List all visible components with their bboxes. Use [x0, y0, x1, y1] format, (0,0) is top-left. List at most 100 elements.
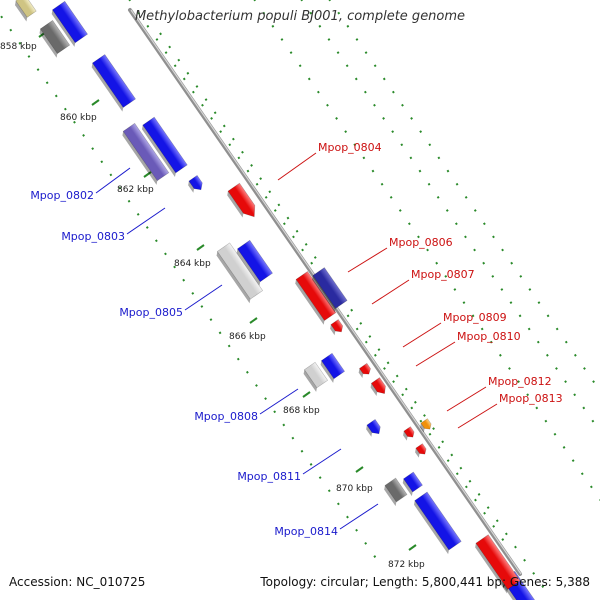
- gene-feature-mpop-0806-shadow: [295, 279, 325, 325]
- callout-line: [126, 207, 166, 235]
- gene-feature-mpop-0813-body: [420, 418, 432, 430]
- tick-label: 864 kbp: [174, 259, 211, 269]
- tick-label: 860 kbp: [60, 113, 97, 123]
- callout-line: [95, 167, 131, 194]
- gene-feature-blue: [320, 352, 346, 383]
- gene-feature-gray-shadow: [39, 28, 58, 58]
- gene-feature-red: [475, 534, 521, 594]
- gene-feature-mpop-0813: [420, 418, 432, 433]
- tick-mark: [91, 99, 100, 106]
- tick-label: 870 kbp: [336, 484, 373, 494]
- gene-feature-mpop-0802-shadow: [122, 131, 158, 185]
- gene-feature-red-shadow: [330, 324, 336, 336]
- gene-feature-blue-shadow: [402, 478, 413, 497]
- gene-feature-mpop-0811-shadow: [366, 425, 373, 437]
- gene-label-mpop-0803: Mpop_0803: [61, 230, 125, 243]
- gene-feature-gray-body: [39, 19, 71, 55]
- gene-feature-mpop-0806: [295, 271, 337, 325]
- gene-feature-blue-shadow: [501, 579, 526, 600]
- gene-feature-mpop-0803-shadow: [141, 125, 176, 178]
- callout-line: [339, 503, 379, 530]
- gene-feature-mpop-0803-body: [142, 116, 188, 174]
- gene-feature-red: [330, 319, 344, 336]
- gene-feature-blue-shadow: [188, 181, 195, 193]
- gene-feature-mpop-0803: [141, 116, 188, 178]
- gene-feature-khaki: [15, 0, 37, 22]
- callout-line: [302, 448, 342, 475]
- gene-feature-mpop-0814-body: [414, 491, 462, 551]
- gene-feature-mpop-0811-body: [366, 418, 381, 435]
- gene-feature-red-shadow: [415, 448, 420, 458]
- gene-feature-mpop-0805-body: [216, 242, 264, 300]
- tick-mark: [302, 391, 311, 398]
- gene-feature-mpop-0812-shadow: [403, 431, 408, 441]
- gene-feature-mpop-0807-shadow: [312, 275, 336, 313]
- gene-feature-mpop-0812-body: [403, 426, 415, 438]
- gene-feature-blue: [51, 0, 88, 47]
- callout-line: [347, 247, 388, 273]
- callout-line: [184, 284, 223, 311]
- gene-feature-mpop-0810-body: [370, 377, 386, 394]
- gene-feature-mpop-0814: [414, 491, 462, 555]
- gene-feature-blue-shadow: [91, 63, 124, 112]
- tick-label: 862 kbp: [117, 185, 154, 195]
- gene-feature-red-body: [475, 534, 521, 590]
- callout-line: [415, 341, 456, 367]
- callout-line: [259, 388, 299, 415]
- callout-line: [457, 403, 498, 429]
- gene-feature-mpop-0814-shadow: [414, 500, 449, 555]
- gene-feature-mpop-0809-body: [359, 362, 371, 375]
- gene-label-mpop-0806: Mpop_0806: [389, 236, 453, 249]
- gene-feature-mpop-0809-shadow: [358, 368, 364, 378]
- gene-label-mpop-0812: Mpop_0812: [488, 375, 552, 388]
- tick-mark: [249, 317, 258, 324]
- gene-feature-blue: [188, 174, 203, 193]
- gene-feature-blue: [236, 239, 273, 286]
- gene-feature-mpop-0810-shadow: [370, 383, 378, 396]
- callout-line: [371, 279, 410, 305]
- gene-feature-mpop-0807-body: [312, 267, 348, 309]
- gene-feature-blue-body: [320, 352, 346, 380]
- gene-feature-mpop-0809: [358, 362, 371, 378]
- gene-label-mpop-0807: Mpop_0807: [411, 268, 475, 281]
- gene-label-mpop-0808: Mpop_0808: [194, 410, 258, 423]
- gene-feature-mpop-0807: [312, 267, 348, 313]
- gene-feature-blue-shadow: [51, 9, 76, 47]
- gene-feature-mpop-0813-shadow: [420, 423, 425, 433]
- gene-label-mpop-0810: Mpop_0810: [457, 330, 521, 343]
- gene-feature-mpop-0804: [227, 182, 256, 218]
- gene-feature-mpop-0804-shadow: [227, 191, 244, 218]
- gene-label-mpop-0804: Mpop_0804: [318, 141, 382, 154]
- gene-feature-red-body: [415, 443, 427, 455]
- gene-feature-blue: [91, 54, 136, 112]
- gene-feature-blue-body: [92, 54, 136, 108]
- tick-label: 872 kbp: [388, 560, 425, 570]
- gene-feature-blue-body: [403, 471, 423, 493]
- gene-label-mpop-0814: Mpop_0814: [274, 525, 338, 538]
- map-title: Methylobacterium populi BJ001, complete …: [134, 9, 466, 24]
- gene-label-mpop-0813: Mpop_0813: [499, 392, 563, 405]
- gene-feature-mpop-0810: [370, 377, 386, 396]
- gene-feature-red-body: [330, 319, 344, 333]
- accession-label: Accession: NC_010725: [9, 575, 146, 589]
- callout-line: [402, 322, 442, 348]
- tick-mark: [143, 171, 152, 178]
- gene-feature-blue-body: [237, 239, 273, 283]
- topology-summary: Topology: circular; Length: 5,800,441 bp…: [260, 575, 590, 589]
- gene-feature-mpop-0802: [122, 122, 170, 185]
- gene-feature-blue: [402, 471, 423, 497]
- gene-feature-khaki-body: [15, 0, 37, 18]
- gene-feature-gray-body: [384, 477, 408, 503]
- gene-feature-mpop-0805: [216, 242, 264, 304]
- gene-feature-blue-shadow: [236, 248, 261, 286]
- gene-feature-blue-shadow: [320, 360, 334, 383]
- gene-label-mpop-0811: Mpop_0811: [237, 470, 301, 483]
- tick-mark: [196, 244, 205, 251]
- tick-label: 866 kbp: [229, 332, 266, 342]
- tick-mark: [408, 544, 417, 551]
- tick-label: 858 kbp: [0, 42, 37, 52]
- gene-feature-mpop-0808-body: [303, 361, 329, 389]
- gene-feature-mpop-0808-shadow: [303, 369, 317, 392]
